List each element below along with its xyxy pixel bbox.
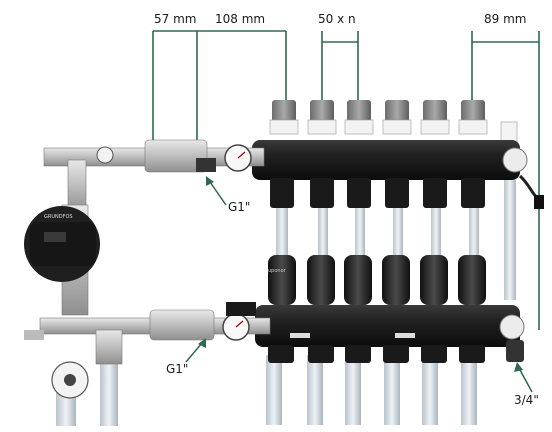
circulation-pump: GRUNDFOS xyxy=(24,204,100,316)
flow-meter-caps xyxy=(269,100,518,145)
actuator-brand-label: uponor xyxy=(268,268,286,274)
supply-connection-label: G1" xyxy=(228,200,251,214)
supply-fittings xyxy=(270,178,485,208)
supply-left-assembly xyxy=(43,139,265,213)
return-left-assembly xyxy=(24,302,271,399)
pump-brand: GRUNDFOS xyxy=(44,214,73,220)
callout-arrows xyxy=(185,176,533,393)
loop-pipes xyxy=(276,180,516,300)
dimension-label-50xn: 50 x n xyxy=(318,12,356,26)
drain-connection-label: 3/4" xyxy=(514,393,539,407)
arrow-return-g1 xyxy=(185,342,203,363)
return-manifold-bar xyxy=(255,305,520,347)
return-fittings xyxy=(268,340,524,363)
return-connection-label: G1" xyxy=(166,362,189,376)
arrow-drain xyxy=(519,369,533,393)
dimension-label-89: 89 mm xyxy=(484,12,527,26)
actuators xyxy=(268,255,486,305)
arrow-supply-g1 xyxy=(209,181,227,206)
dimension-label-108: 108 mm xyxy=(215,12,266,26)
dimension-lines xyxy=(152,30,540,330)
floor-pipes xyxy=(56,355,477,426)
dimension-label-57: 57 mm xyxy=(154,12,197,26)
supply-manifold-bar xyxy=(252,140,520,180)
